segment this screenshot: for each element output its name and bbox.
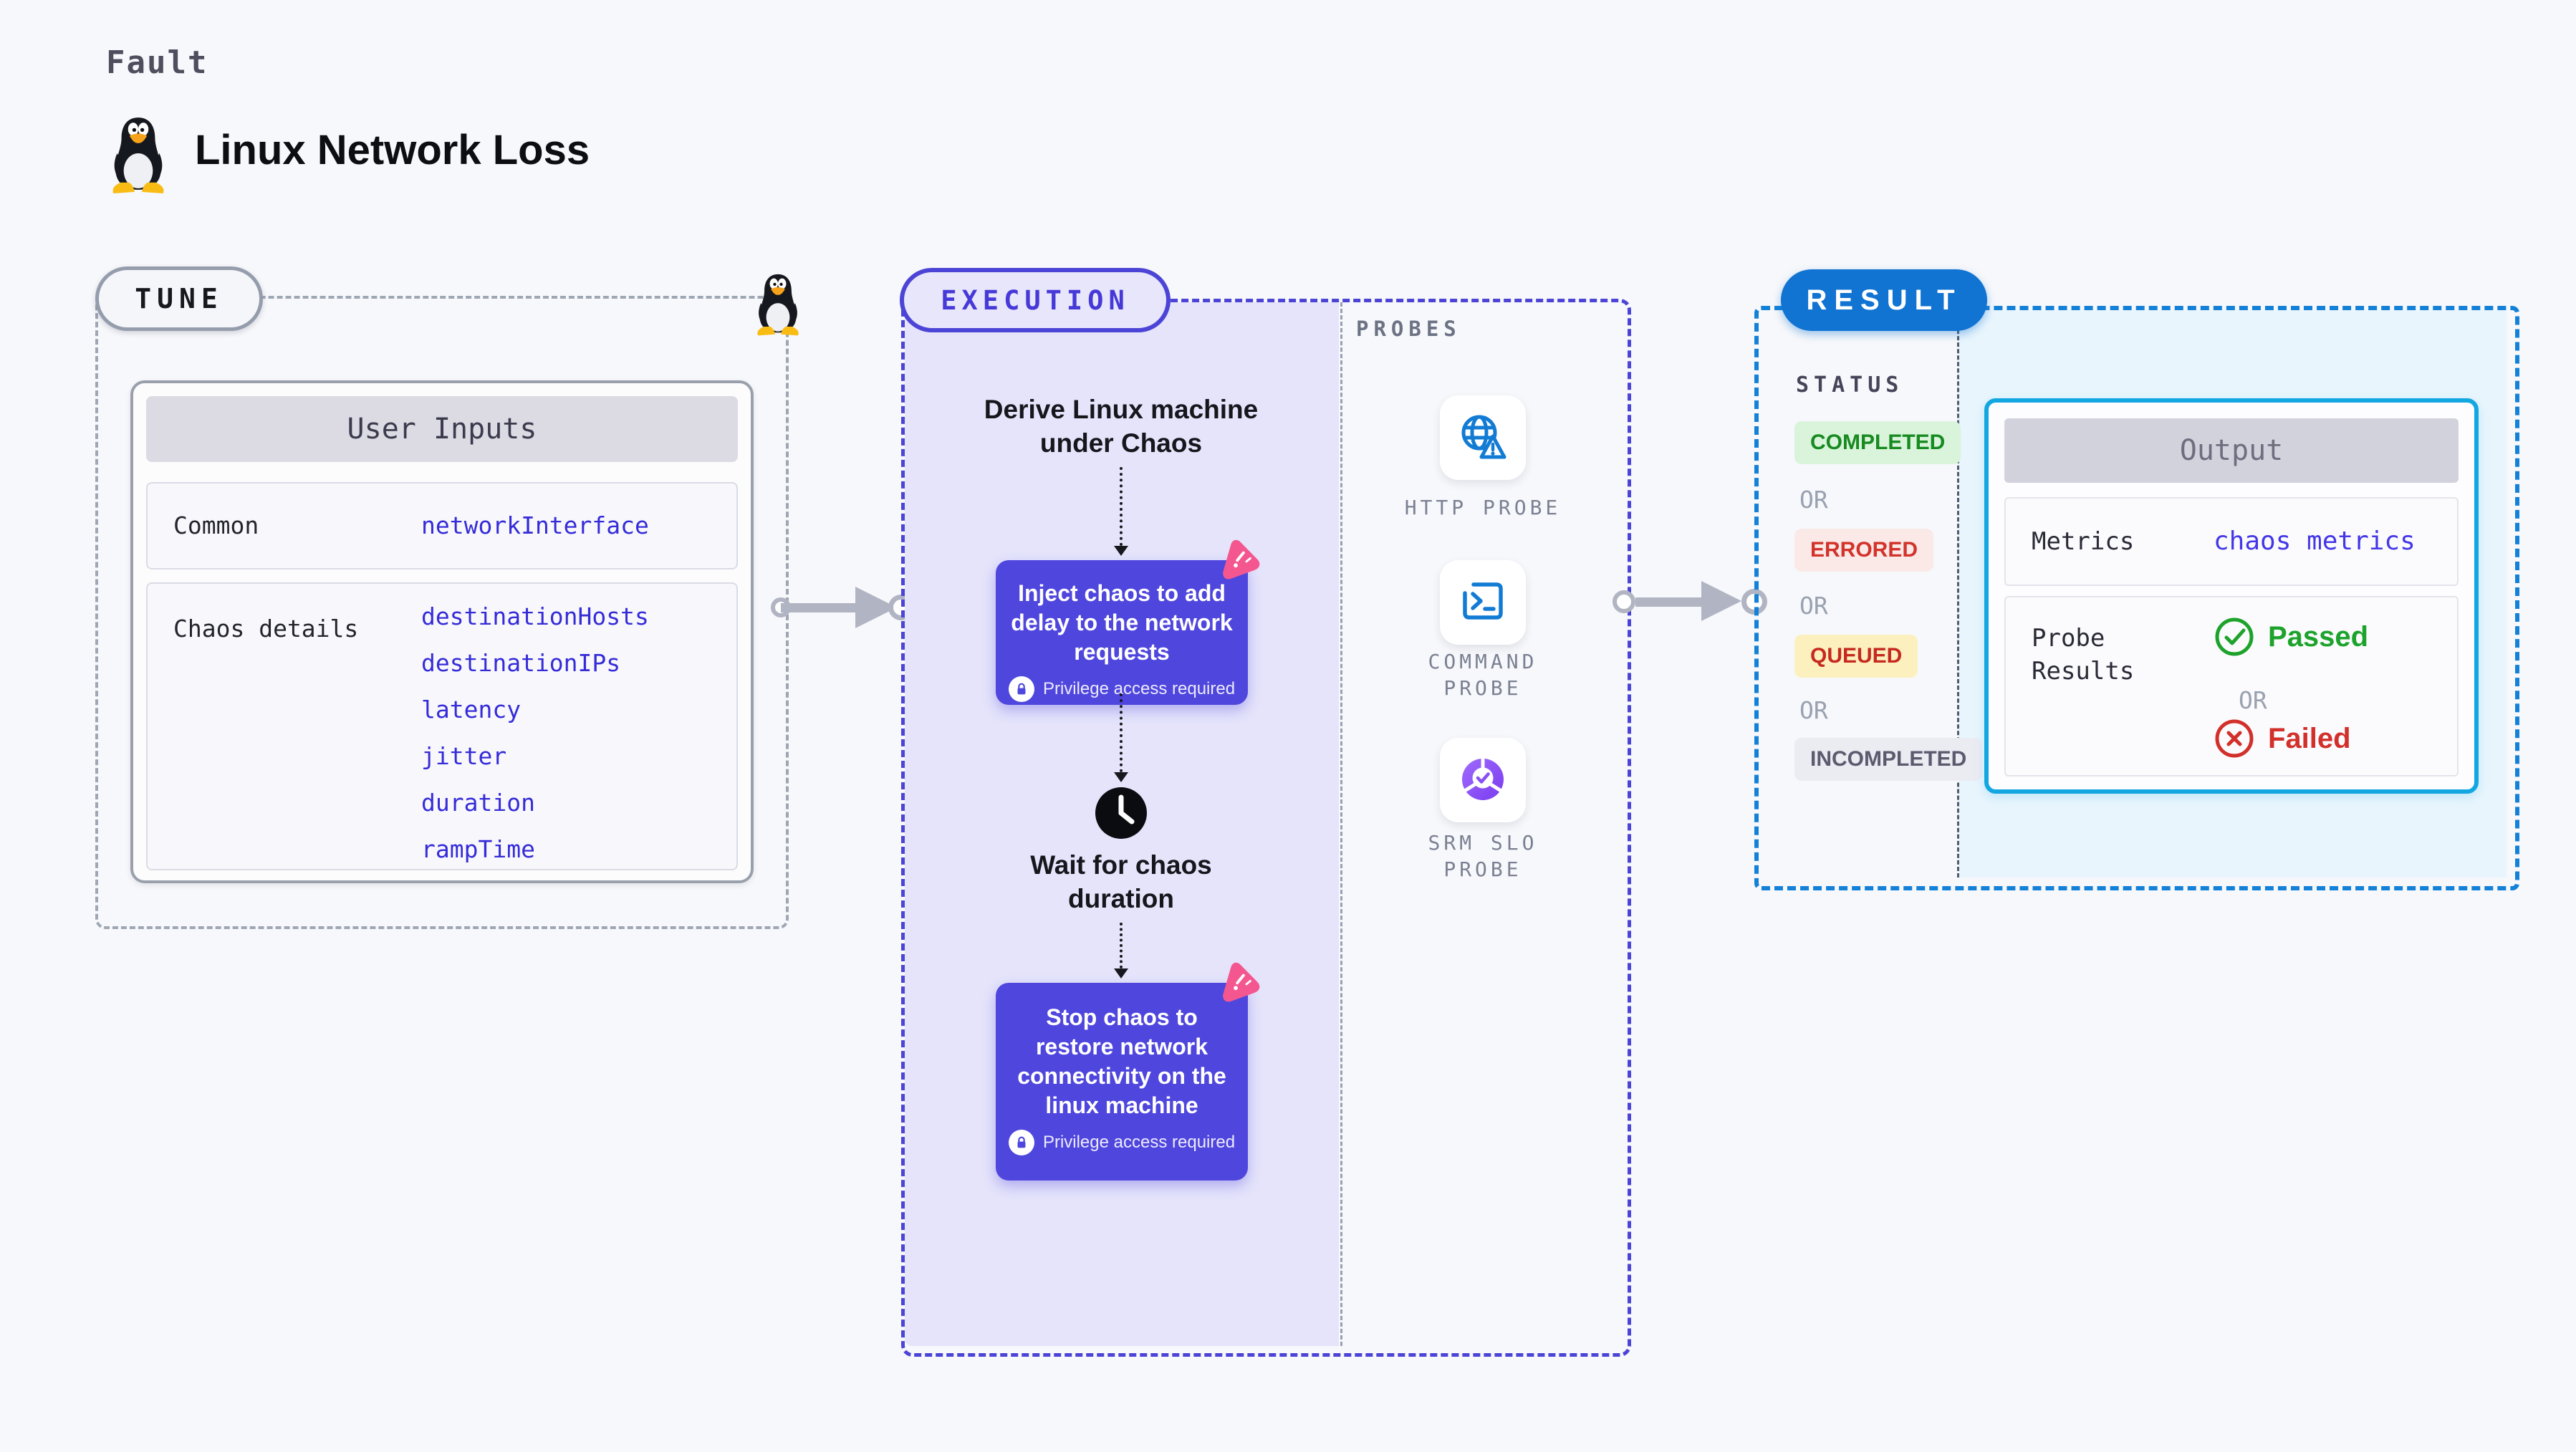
check-circle-icon bbox=[2215, 617, 2254, 656]
connector-arrowhead-icon bbox=[1114, 968, 1128, 979]
slo-donut-check-icon bbox=[1462, 757, 1504, 800]
status-column-label: STATUS bbox=[1796, 372, 1904, 398]
or-separator: OR bbox=[1799, 696, 1828, 724]
arrow-start-node bbox=[1613, 590, 1635, 613]
connector-arrowhead-icon bbox=[1114, 546, 1128, 556]
table-row-common: Common networkInterface bbox=[146, 482, 738, 569]
stop-step-label: Stop chaos to restore network connectivi… bbox=[1017, 1004, 1226, 1118]
stop-chaos-step: Stop chaos to restore network connectivi… bbox=[996, 983, 1248, 1181]
privilege-note: Privilege access required bbox=[1008, 1130, 1236, 1155]
clock-icon bbox=[1095, 787, 1147, 839]
execution-section bbox=[901, 299, 1631, 1357]
output-table: Output Metrics chaos metrics Probe Resul… bbox=[1984, 398, 2479, 794]
inject-chaos-step: Inject chaos to add delay to the network… bbox=[996, 560, 1248, 705]
flow-connector bbox=[1120, 923, 1123, 968]
user-inputs-table: User Inputs Common networkInterface Chao… bbox=[130, 380, 754, 883]
user-inputs-header: User Inputs bbox=[146, 396, 738, 462]
row-label: Common bbox=[173, 511, 259, 539]
result-section bbox=[1754, 306, 2519, 890]
execution-probes-divider bbox=[1340, 302, 1342, 1346]
lock-icon bbox=[1008, 1130, 1034, 1155]
probes-column-label: PROBES bbox=[1356, 317, 1461, 341]
metrics-value: chaos metrics bbox=[2214, 527, 2416, 556]
chaos-value: duration bbox=[421, 789, 535, 817]
status-output-divider bbox=[1957, 310, 1959, 878]
probe-results-row: Probe Results Passed OR Failed bbox=[2004, 596, 2459, 777]
derive-step-label: Derive Linux machine under Chaos bbox=[984, 395, 1259, 458]
row-value: networkInterface bbox=[421, 511, 649, 539]
metrics-label: Metrics bbox=[2032, 527, 2135, 556]
chaos-value: jitter bbox=[421, 742, 507, 770]
or-separator: OR bbox=[1799, 486, 1828, 514]
tune-badge: TUNE bbox=[95, 266, 263, 331]
status-badge-errored: ERRORED bbox=[1794, 529, 1934, 572]
x-circle-icon bbox=[2215, 719, 2254, 758]
chaos-fault-icon bbox=[1216, 959, 1263, 1005]
failed-verdict: Failed bbox=[2214, 718, 2351, 759]
or-separator: OR bbox=[2239, 686, 2267, 714]
probe-label: COMMAND PROBE bbox=[1428, 650, 1538, 700]
tune-to-execution-arrow bbox=[781, 603, 855, 612]
probe-label: HTTP PROBE bbox=[1404, 496, 1562, 519]
table-row-chaos-details: Chaos details destinationHosts destinati… bbox=[146, 582, 738, 870]
http-probe-card bbox=[1440, 395, 1526, 480]
flow-connector bbox=[1120, 467, 1123, 546]
passed-label: Passed bbox=[2268, 620, 2369, 653]
arrowhead-icon bbox=[1701, 581, 1741, 621]
linux-penguin-corner-icon bbox=[757, 274, 799, 336]
or-separator: OR bbox=[1799, 592, 1828, 620]
privilege-note: Privilege access required bbox=[1008, 676, 1236, 702]
execution-badge: EXECUTION bbox=[900, 268, 1171, 332]
fault-kicker: Fault bbox=[106, 44, 208, 81]
row-label: Chaos details bbox=[173, 615, 359, 643]
srm-slo-probe-card bbox=[1440, 738, 1526, 822]
globe-warning-icon bbox=[1461, 415, 1506, 459]
linux-penguin-icon bbox=[112, 117, 164, 193]
flow-connector bbox=[1120, 693, 1123, 772]
status-badge-queued: QUEUED bbox=[1794, 635, 1918, 678]
privilege-note-label: Privilege access required bbox=[1042, 1133, 1236, 1152]
chaos-value: latency bbox=[421, 696, 522, 723]
probe-label: SRM SLO PROBE bbox=[1428, 831, 1538, 881]
status-badge-incompleted: INCOMPLETED bbox=[1794, 738, 1983, 781]
connector-arrowhead-icon bbox=[1114, 772, 1128, 782]
inject-step-label: Inject chaos to add delay to the network… bbox=[1011, 580, 1233, 665]
output-header: Output bbox=[2004, 418, 2459, 483]
terminal-icon bbox=[1463, 582, 1503, 620]
privilege-note-label: Privilege access required bbox=[1042, 679, 1236, 698]
execution-to-result-arrow bbox=[1635, 597, 1701, 607]
metrics-row: Metrics chaos metrics bbox=[2004, 497, 2459, 586]
lock-icon bbox=[1008, 676, 1034, 702]
page-title: Linux Network Loss bbox=[195, 127, 590, 173]
status-badge-completed: COMPLETED bbox=[1794, 421, 1961, 464]
wait-step-label: Wait for chaos duration bbox=[1030, 850, 1212, 913]
probe-results-label: Probe Results bbox=[2032, 624, 2135, 686]
chaos-value: rampTime bbox=[421, 835, 535, 863]
failed-label: Failed bbox=[2268, 722, 2351, 754]
chaos-values-list: destinationHosts destinationIPs latency … bbox=[421, 593, 649, 872]
passed-verdict: Passed bbox=[2214, 616, 2368, 658]
chaos-fault-icon bbox=[1216, 537, 1263, 582]
result-badge: RESULT bbox=[1781, 269, 1987, 331]
chaos-value: destinationHosts bbox=[421, 602, 649, 630]
command-probe-card bbox=[1440, 560, 1526, 645]
chaos-value: destinationIPs bbox=[421, 649, 621, 677]
